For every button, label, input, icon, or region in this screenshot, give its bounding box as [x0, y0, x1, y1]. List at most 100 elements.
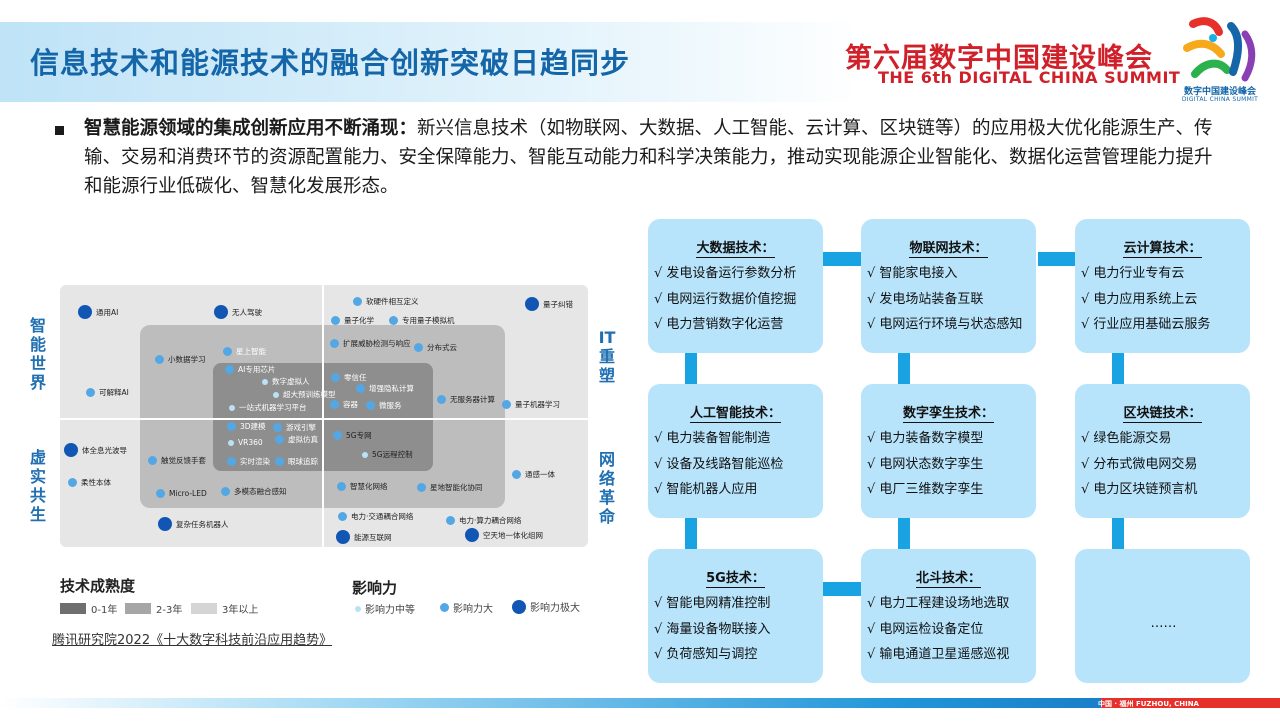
tech-node-label: 电力·算力耦合网络: [459, 516, 522, 525]
bullet-square-icon: [55, 126, 64, 135]
tech-box-title: 北斗技术：: [915, 571, 981, 588]
legend-maturity-item: 2-3年: [125, 601, 182, 616]
tech-node-label: 电力·交通耦合网络: [351, 512, 414, 521]
tech-node-label: 能源互联网: [354, 532, 392, 542]
tech-node-label: 通用AI: [96, 307, 119, 317]
impact-dot-icon: [336, 530, 350, 544]
tech-box-item: √ 电厂三维数字孪生: [867, 482, 984, 497]
tech-node: VR360: [228, 438, 263, 447]
logo-caption-en: DIGITAL CHINA SUMMIT: [1181, 96, 1259, 103]
legend-impact-item: 影响力大: [440, 600, 493, 615]
tech-node: 柔性本体: [68, 477, 111, 488]
impact-dot-icon: [221, 487, 230, 496]
tech-node: 微服务: [366, 400, 402, 411]
tech-node-label: 增强隐私计算: [369, 384, 414, 393]
impact-dot-icon: [437, 395, 446, 404]
tech-node: 零信任: [331, 372, 367, 383]
tech-node: 空天地一体化组网: [465, 528, 543, 542]
tech-box-list: √ 电力行业专有云√ 电力应用系统上云√ 行业应用基础云服务: [1081, 261, 1246, 338]
tech-node-label: 触觉反馈手套: [161, 456, 206, 465]
tech-box: ……: [1075, 549, 1250, 683]
impact-dot-icon: [331, 373, 340, 382]
tech-box-list: √ 电力工程建设场地选取√ 电网运检设备定位√ 输电通道卫星遥感巡视: [867, 591, 1032, 668]
figure-divider-vertical: [322, 285, 324, 547]
figure-source: 腾讯研究院2022《十大数字科技前沿应用趋势》: [52, 633, 333, 648]
impact-dot-icon: [78, 305, 92, 319]
tech-node-label: 软硬件相互定义: [366, 297, 419, 306]
impact-dot-icon: [356, 384, 365, 393]
tech-node: 5G远程控制: [362, 449, 413, 460]
tech-box-title: 大数据技术：: [696, 241, 775, 258]
impact-dot-icon: [275, 435, 284, 444]
tech-node-label: 游戏引擎: [286, 423, 316, 432]
tech-box-title: 数字孪生技术：: [902, 406, 994, 423]
impact-dot-icon: [366, 401, 375, 410]
tech-box-item: √ 电网运行环境与状态感知: [867, 317, 1023, 332]
tech-box-item: √ 智能电网精准控制: [654, 596, 771, 611]
tech-box-item: √ 电力区块链预言机: [1081, 482, 1198, 497]
tech-box: 5G技术：√ 智能电网精准控制√ 海量设备物联接入√ 负荷感知与调控: [648, 549, 823, 683]
impact-dot-icon: [525, 297, 539, 311]
tech-node: 量子机器学习: [502, 399, 560, 410]
intro-paragraph: 智慧能源领域的集成创新应用不断涌现：新兴信息技术（如物联网、大数据、人工智能、云…: [84, 114, 1219, 201]
legend-impact-item: 影响力中等: [355, 601, 415, 616]
tech-node: 3D建模: [227, 421, 266, 432]
tech-box-title: 云计算技术：: [1123, 241, 1202, 258]
tech-node-label: AI专用芯片: [238, 365, 276, 374]
tech-node: 复杂任务机器人: [158, 517, 229, 531]
tech-node: 扩展威胁检测与响应: [330, 338, 411, 349]
tech-node: 小数据学习: [155, 354, 206, 365]
tech-node: 星地智能化协同: [417, 482, 483, 493]
tech-box-list: √ 智能电网精准控制√ 海量设备物联接入√ 负荷感知与调控: [654, 591, 819, 668]
tech-box-item: ……: [1150, 616, 1177, 631]
tech-box-list: √ 智能家电接入√ 发电场站装备互联√ 电网运行环境与状态感知: [867, 261, 1032, 338]
tech-node-label: 量子机器学习: [515, 400, 560, 409]
impact-dot-icon: [68, 478, 77, 487]
connector: [685, 518, 697, 549]
tech-box-item: √ 分布式微电网交易: [1081, 456, 1198, 472]
summit-name-cn: 第六届数字中国建设峰会: [845, 43, 1153, 74]
tech-box-list: √ 绿色能源交易 √ 分布式微电网交易 √ 电力区块链预言机: [1081, 426, 1246, 503]
tech-box-title: 人工智能技术：: [689, 406, 781, 423]
impact-dot-icon: [337, 482, 346, 491]
impact-dot-icon: [228, 439, 234, 446]
impact-dot-icon: [362, 451, 368, 458]
impact-dot-icon: [158, 517, 172, 531]
tech-box-item: √ 发电设备运行参数分析: [654, 266, 797, 281]
impact-dot-icon: [229, 404, 235, 411]
tech-node-label: 可解释AI: [99, 388, 129, 397]
tech-node: 增强隐私计算: [356, 383, 414, 394]
figure-divider-horizontal: [60, 418, 588, 420]
tech-box-item: √ 电力行业专有云: [1081, 266, 1185, 281]
tech-node-label: 柔性本体: [81, 478, 111, 487]
tech-node-label: 虚拟仿真: [288, 435, 318, 444]
impact-dot-icon: [330, 400, 339, 409]
tech-box-item: √ 设备及线路智能巡检: [654, 456, 784, 472]
summit-name-en: THE 6th DIGITAL CHINA SUMMIT: [878, 68, 1181, 87]
tech-box-item: √ 电网状态数字孪生: [867, 456, 984, 472]
connector: [1038, 252, 1076, 266]
tech-node: 通用AI: [78, 305, 118, 319]
tech-node-label: 星上智能: [236, 347, 266, 356]
impact-dot-icon: [440, 603, 449, 612]
impact-dot-icon: [414, 343, 423, 352]
tech-node: 智慧化网络: [337, 481, 388, 492]
tech-node: 电力·交通耦合网络: [338, 511, 413, 522]
tech-box-list: ……: [1081, 611, 1246, 637]
intro-lead: 智慧能源领域的集成创新应用不断涌现：: [84, 118, 418, 139]
impact-dot-icon: [355, 605, 361, 612]
tech-node-label: 3D建模: [240, 422, 266, 431]
summit-logo-icon: [1175, 14, 1265, 106]
impact-dot-icon: [389, 316, 398, 325]
legend-impact-title: 影响力: [352, 579, 398, 597]
legend-swatch: [191, 603, 217, 614]
tech-box-item: √ 电力应用系统上云: [1081, 291, 1198, 307]
tech-node-label: 一站式机器学习平台: [239, 403, 307, 412]
tech-node-label: 眼球追踪: [288, 457, 318, 466]
tech-node: 量子纠错: [525, 297, 573, 311]
legend-maturity-item: 0-1年: [60, 601, 117, 616]
tech-box-item: √ 绿色能源交易: [1081, 431, 1172, 446]
tech-box-item: √ 电网运行数据价值挖掘: [654, 291, 797, 307]
tech-node: 能源互联网: [336, 530, 392, 544]
tech-box: 北斗技术： √ 电力工程建设场地选取√ 电网运检设备定位√ 输电通道卫星遥感巡视: [861, 549, 1036, 683]
